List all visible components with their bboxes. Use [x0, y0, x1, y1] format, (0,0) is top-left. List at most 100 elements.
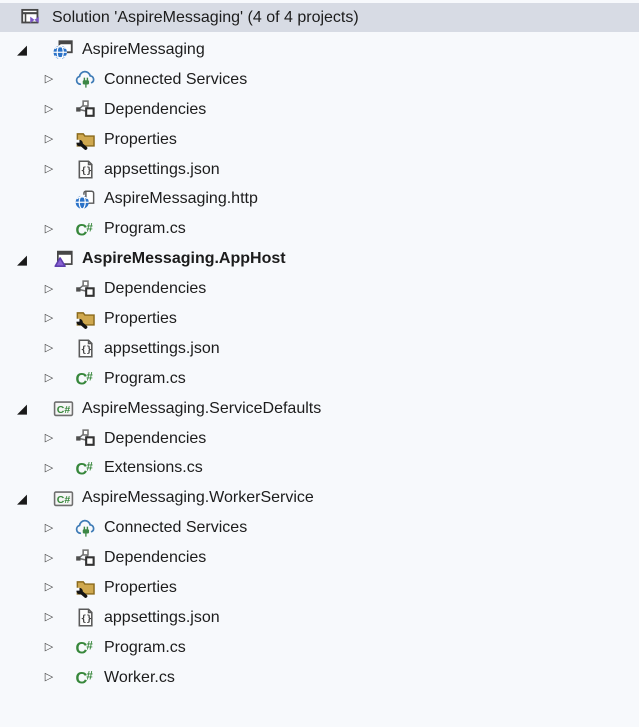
dependencies-icon [75, 279, 96, 300]
collapse-arrow-icon[interactable]: ◢ [17, 401, 27, 417]
apphost-project-icon [53, 249, 74, 270]
tree-row-label: Dependencies [104, 100, 207, 118]
svg-text:{}: {} [81, 614, 92, 625]
connected-services-icon [75, 69, 96, 90]
tree-row-label: appsettings.json [104, 339, 220, 357]
tree-row-label: Connected Services [104, 70, 248, 88]
expand-arrow-icon[interactable]: ▷ [44, 551, 54, 564]
tree-row[interactable]: ◢ C# AspireMessaging.ServiceDefaults [0, 394, 639, 424]
tree-row[interactable]: ▷ {} appsettings.json [0, 603, 639, 633]
dependencies-icon [75, 548, 96, 569]
svg-text:C: C [76, 460, 88, 478]
expand-arrow-icon[interactable]: ▷ [44, 312, 54, 325]
svg-text:#: # [86, 372, 93, 384]
collapse-arrow-icon[interactable]: ◢ [17, 251, 27, 267]
svg-text:#: # [86, 641, 93, 653]
expand-arrow-icon[interactable]: ▷ [44, 432, 54, 445]
http-file-icon [75, 189, 96, 210]
collapse-arrow-icon[interactable]: ◢ [17, 490, 27, 506]
tree-row-label: AspireMessaging.AppHost [82, 250, 286, 268]
tree-row-label: Properties [104, 309, 177, 327]
svg-text:C: C [76, 640, 88, 658]
tree-row[interactable]: ◢ C# AspireMessaging.WorkerService [0, 483, 639, 513]
expand-arrow-icon[interactable]: ▷ [44, 133, 54, 146]
json-file-icon: {} [75, 607, 96, 628]
dependencies-icon [75, 428, 96, 449]
tree-row[interactable]: ▷ C# Program.cs [0, 633, 639, 663]
tree-row-label: Dependencies [104, 549, 207, 567]
svg-text:C#: C# [57, 494, 71, 506]
svg-text:C: C [76, 371, 88, 389]
tree-row[interactable]: ▷ Dependencies [0, 424, 639, 454]
tree-row[interactable]: ▷ {} appsettings.json [0, 155, 639, 185]
tree-row[interactable]: ▷ Dependencies [0, 543, 639, 573]
tree-row[interactable]: ▷ C# Program.cs [0, 364, 639, 394]
expand-arrow-icon[interactable]: ▷ [44, 342, 54, 355]
tree-row-label: Worker.cs [104, 668, 175, 686]
csharp-file-icon: C# [75, 458, 96, 479]
tree-row-label: Properties [104, 578, 177, 596]
expand-arrow-icon[interactable]: ▷ [44, 282, 54, 295]
svg-text:C#: C# [57, 404, 71, 416]
expand-arrow-icon[interactable]: ▷ [44, 461, 54, 474]
tree-row[interactable]: ▷ Dependencies [0, 274, 639, 304]
solution-title: Solution 'AspireMessaging' (4 of 4 proje… [52, 8, 359, 26]
tree-row-label: Dependencies [104, 280, 207, 298]
csharp-file-icon: C# [75, 219, 96, 240]
csharp-project-icon: C# [53, 398, 74, 419]
csharp-project-icon: C# [53, 488, 74, 509]
tree-row[interactable]: ▷ Dependencies [0, 95, 639, 125]
tree-row[interactable]: ▷ Connected Services [0, 65, 639, 95]
properties-folder-icon [75, 308, 96, 330]
expand-arrow-icon[interactable]: ▷ [44, 581, 54, 594]
expand-arrow-icon[interactable]: ▷ [44, 641, 54, 654]
dependencies-icon [75, 99, 96, 120]
svg-text:C: C [76, 670, 88, 688]
tree-row[interactable]: ▷ Properties [0, 125, 639, 155]
tree-row-label: Properties [104, 130, 177, 148]
tree-row[interactable]: ▷ C# Extensions.cs [0, 453, 639, 483]
tree-row[interactable]: AspireMessaging.http [0, 184, 639, 214]
tree-row[interactable]: ▷Connected Services [0, 513, 639, 543]
svg-text:C: C [76, 221, 88, 239]
expand-arrow-icon[interactable]: ▷ [44, 222, 54, 235]
tree-row[interactable]: ▷ Properties [0, 304, 639, 334]
properties-folder-icon [75, 577, 96, 599]
solution-header-row[interactable]: Solution 'AspireMessaging' (4 of 4 proje… [0, 3, 639, 32]
tree-row-label: appsettings.json [104, 160, 220, 178]
expand-arrow-icon[interactable]: ▷ [44, 163, 54, 175]
svg-text:#: # [86, 670, 93, 682]
tree-row-label: AspireMessaging.ServiceDefaults [82, 399, 322, 417]
tree-row-label: Program.cs [104, 638, 186, 656]
tree-row-label: AspireMessaging.http [104, 190, 258, 208]
tree-row[interactable]: ◢ AspireMessaging.AppHost [0, 244, 639, 274]
csharp-file-icon: C# [75, 667, 96, 688]
tree-row-label: Program.cs [104, 369, 186, 387]
tree-row[interactable]: ▷ {} appsettings.json [0, 334, 639, 364]
web-project-icon [53, 39, 74, 60]
tree-row[interactable]: ▷ C# Worker.cs [0, 663, 639, 693]
expand-arrow-icon[interactable]: ▷ [44, 611, 54, 624]
tree-row-label: AspireMessaging.WorkerService [82, 489, 314, 507]
expand-arrow-icon[interactable]: ▷ [44, 521, 54, 534]
tree-row-label: appsettings.json [104, 608, 220, 626]
tree-row-label: Extensions.cs [104, 459, 203, 477]
expand-arrow-icon[interactable]: ▷ [44, 73, 54, 86]
svg-text:#: # [86, 461, 93, 473]
expand-arrow-icon[interactable]: ▷ [44, 103, 54, 116]
json-file-icon: {} [75, 338, 96, 359]
expand-arrow-icon[interactable]: ▷ [44, 671, 54, 684]
tree-row[interactable]: ▷ Properties [0, 573, 639, 603]
collapse-arrow-icon[interactable]: ◢ [17, 42, 27, 58]
tree-row[interactable]: ◢ AspireMessaging [0, 35, 639, 65]
solution-tree: ◢ AspireMessaging ▷ Connected Services ▷ Depe… [0, 32, 639, 693]
tree-row-label: AspireMessaging [82, 40, 205, 58]
properties-folder-icon [75, 129, 96, 150]
json-file-icon: {} [75, 159, 96, 180]
csharp-file-icon: C# [75, 368, 96, 389]
tree-row[interactable]: ▷C#Program.cs [0, 214, 639, 244]
tree-row-label: Dependencies [104, 429, 207, 447]
expand-arrow-icon[interactable]: ▷ [44, 372, 54, 385]
svg-text:{}: {} [81, 345, 92, 356]
connected-services-icon [75, 518, 96, 539]
